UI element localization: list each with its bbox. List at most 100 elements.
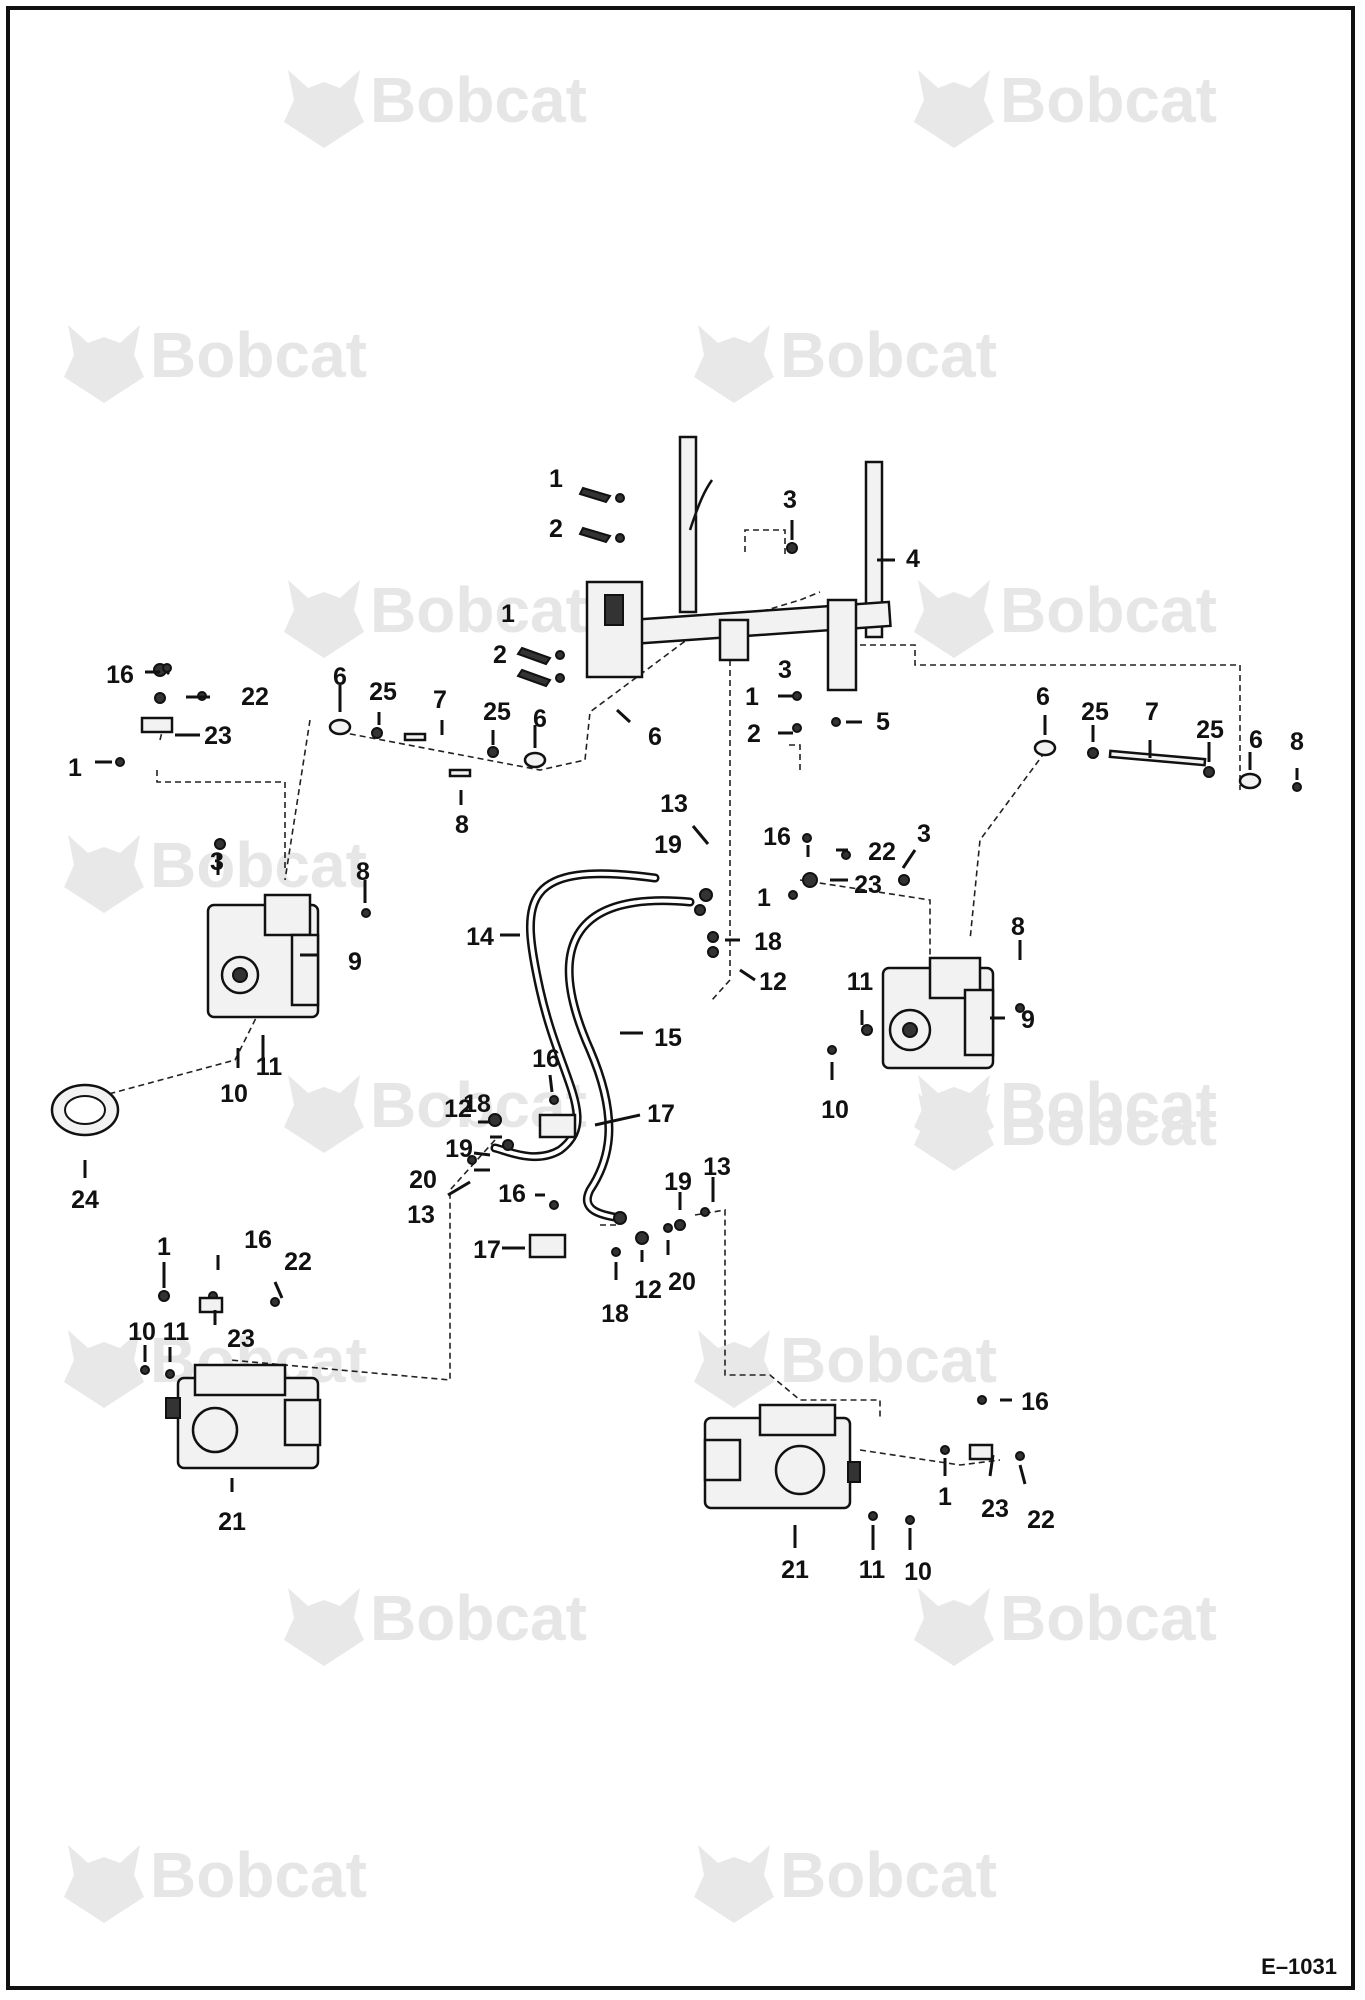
callout-number: 2 <box>493 641 507 669</box>
callout-number: 1 <box>68 754 82 782</box>
pump-9-left <box>206 893 320 1019</box>
callout-number: 13 <box>407 1201 435 1229</box>
callout-number: 23 <box>981 1495 1009 1523</box>
callout-number: 5 <box>876 708 890 736</box>
watermark-logo: Bobcat <box>64 829 367 913</box>
watermark-text: Bobcat <box>150 829 367 901</box>
callout-number: 25 <box>369 678 397 706</box>
callout-number: 16 <box>763 823 791 851</box>
callout-number: 16 <box>244 1226 272 1254</box>
callout-number: 6 <box>1036 683 1050 711</box>
callout-number: 23 <box>854 871 882 899</box>
hose-14 <box>490 869 660 1162</box>
motor-21-right <box>703 1403 861 1510</box>
watermark-text: Bobcat <box>1000 1582 1217 1654</box>
watermark-logo-icon <box>914 1588 994 1666</box>
watermark-logo-icon <box>914 580 994 658</box>
watermark-text: Bobcat <box>1000 1069 1217 1141</box>
callout-number: 25 <box>1196 716 1224 744</box>
callout-number: 8 <box>356 858 370 886</box>
watermark-text: Bobcat <box>370 64 587 136</box>
watermark-logo-icon <box>64 835 144 913</box>
watermark-text: Bobcat <box>1000 64 1217 136</box>
callout-number: 18 <box>601 1300 629 1328</box>
watermark-logo: Bobcat <box>914 1087 1217 1171</box>
watermark-text: Bobcat <box>780 1324 997 1396</box>
callout-number: 9 <box>1021 1006 1035 1034</box>
callout-number: 6 <box>333 663 347 691</box>
watermark-logo-icon <box>64 1330 144 1408</box>
callout-number: 17 <box>473 1236 501 1264</box>
callout-number: 8 <box>1011 913 1025 941</box>
watermark-text: Bobcat <box>780 1839 997 1911</box>
watermark-logo-icon <box>64 325 144 403</box>
watermark-logo: Bobcat <box>284 64 587 148</box>
watermark-text: Bobcat <box>150 1839 367 1911</box>
callout-number: 20 <box>668 1268 696 1296</box>
callout-number: 22 <box>1027 1506 1055 1534</box>
callout-number: 25 <box>483 698 511 726</box>
watermark-logo-icon <box>64 1845 144 1923</box>
callout-number: 16 <box>532 1045 560 1073</box>
callout-number: 16 <box>1021 1388 1049 1416</box>
watermark-text: Bobcat <box>1000 1087 1217 1159</box>
callout-number: 7 <box>1145 698 1159 726</box>
watermark-logo-icon <box>284 1075 364 1153</box>
callout-number: 21 <box>218 1508 246 1536</box>
callout-number: 8 <box>455 811 469 839</box>
callout-number: 23 <box>227 1325 255 1353</box>
callout-number: 10 <box>904 1558 932 1586</box>
callout-number: 6 <box>533 705 547 733</box>
watermark-logo: Bobcat <box>694 1324 997 1408</box>
callout-number: 8 <box>1290 728 1304 756</box>
callout-number: 1 <box>549 465 563 493</box>
watermark-logo: Bobcat <box>284 574 587 658</box>
callout-number: 18 <box>754 928 782 956</box>
watermark-text: Bobcat <box>370 1582 587 1654</box>
callout-number: 17 <box>647 1100 675 1128</box>
drawing-number: E–1031 <box>1261 1954 1337 1979</box>
callout-number: 21 <box>781 1556 809 1584</box>
callout-number: 12 <box>634 1276 662 1304</box>
callout-number: 6 <box>648 723 662 751</box>
callout-number: 1 <box>501 600 515 628</box>
callout-number: 1 <box>757 884 771 912</box>
callout-number: 10 <box>220 1080 248 1108</box>
callout-number: 6 <box>1249 726 1263 754</box>
callout-number: 10 <box>821 1096 849 1124</box>
callout-number: 4 <box>906 545 920 573</box>
callout-number: 19 <box>654 831 682 859</box>
callout-number: 20 <box>409 1166 437 1194</box>
watermark-text: Bobcat <box>370 574 587 646</box>
callout-number: 16 <box>498 1180 526 1208</box>
connector-lines <box>104 529 1241 1466</box>
callout-number: 3 <box>783 486 797 514</box>
leader-lines <box>83 520 1299 1550</box>
watermark-logo-icon <box>914 1093 994 1171</box>
watermark-logo: Bobcat <box>284 1069 587 1153</box>
callout-number: 11 <box>847 968 874 996</box>
callout-number: 22 <box>284 1248 312 1276</box>
callout-number: 16 <box>106 661 134 689</box>
callout-number: 12 <box>444 1095 472 1123</box>
callout-number: 1 <box>745 683 759 711</box>
callout-number: 15 <box>654 1024 682 1052</box>
callout-number: 25 <box>1081 698 1109 726</box>
callout-number: 22 <box>868 838 896 866</box>
callout-number: 9 <box>348 948 362 976</box>
callout-number: 11 <box>163 1318 190 1346</box>
callout-number: 1 <box>157 1233 171 1261</box>
callout-number: 7 <box>433 686 447 714</box>
callout-number: 11 <box>859 1556 886 1584</box>
watermark-logo-icon <box>284 1588 364 1666</box>
hose-15 <box>564 896 695 1223</box>
callout-number: 10 <box>128 1318 156 1346</box>
fittings <box>115 486 1302 1525</box>
callout-number: 19 <box>445 1135 473 1163</box>
watermark-logo: Bobcat <box>694 1839 997 1923</box>
watermark-logo-icon <box>694 1845 774 1923</box>
callout-number: 18 <box>463 1090 491 1118</box>
gasket-24 <box>50 1083 120 1137</box>
